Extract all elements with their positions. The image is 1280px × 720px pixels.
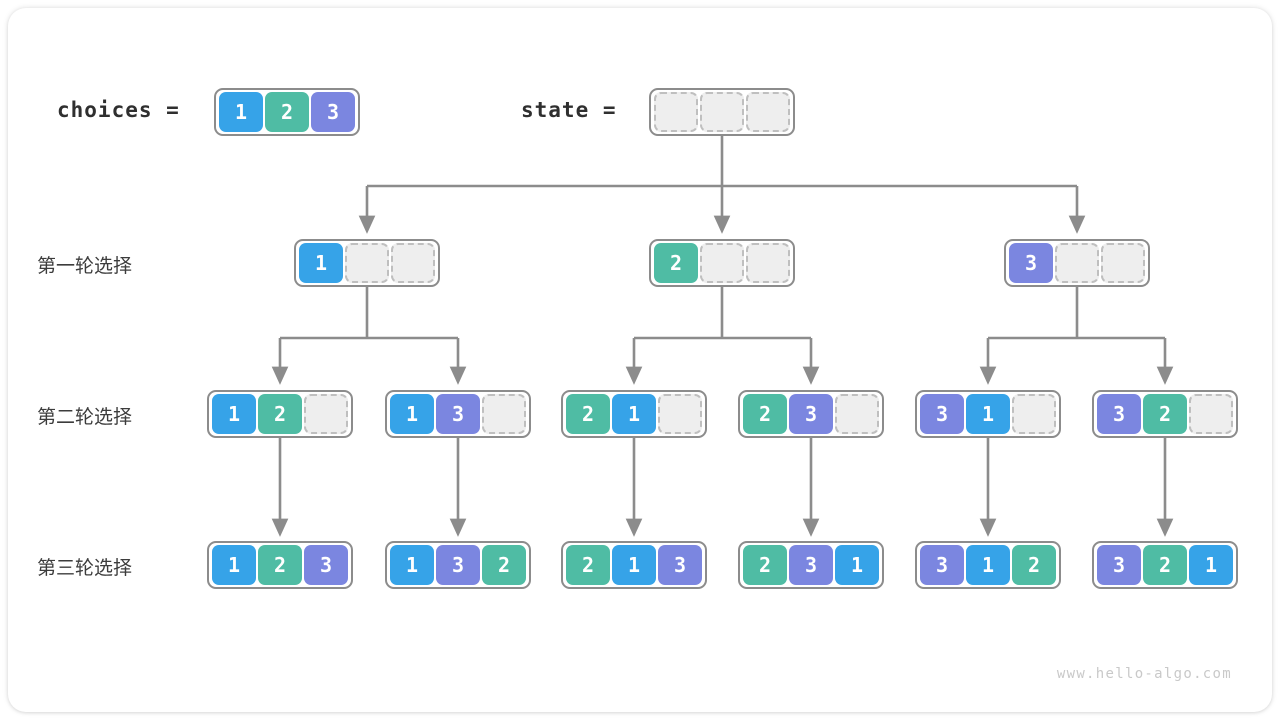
node-level2-2: 2 1 <box>561 390 707 438</box>
choices-array: 1 2 3 <box>214 88 360 136</box>
cell: 1 <box>966 394 1010 434</box>
diagram-card <box>8 8 1272 712</box>
cell <box>1101 243 1145 283</box>
watermark: www.hello-algo.com <box>1056 666 1232 682</box>
cell: 2 <box>482 545 526 585</box>
cell: 2 <box>1143 394 1187 434</box>
cell: 1 <box>212 394 256 434</box>
node-level1-1: 2 <box>649 239 795 287</box>
cell <box>1189 394 1233 434</box>
state-cell-0 <box>654 92 698 132</box>
cell: 3 <box>920 394 964 434</box>
cell <box>482 394 526 434</box>
cell <box>391 243 435 283</box>
row-label-round-2: 第二轮选择 <box>37 406 133 428</box>
node-level1-2: 3 <box>1004 239 1150 287</box>
cell: 3 <box>658 545 702 585</box>
cell <box>304 394 348 434</box>
cell: 1 <box>612 545 656 585</box>
node-level3-0: 1 2 3 <box>207 541 353 589</box>
node-level3-1: 1 3 2 <box>385 541 531 589</box>
cell: 1 <box>966 545 1010 585</box>
cell: 2 <box>654 243 698 283</box>
node-level3-5: 3 2 1 <box>1092 541 1238 589</box>
cell: 2 <box>258 394 302 434</box>
cell <box>746 243 790 283</box>
cell: 3 <box>436 394 480 434</box>
cell: 3 <box>789 545 833 585</box>
cell: 1 <box>835 545 879 585</box>
cell: 2 <box>566 394 610 434</box>
row-label-round-1: 第一轮选择 <box>37 255 133 277</box>
cell <box>1055 243 1099 283</box>
row-label-round-3: 第三轮选择 <box>37 557 133 579</box>
cell: 2 <box>743 394 787 434</box>
choices-label: choices = <box>57 98 180 122</box>
node-level2-4: 3 1 <box>915 390 1061 438</box>
node-level2-0: 1 2 <box>207 390 353 438</box>
node-level1-0: 1 <box>294 239 440 287</box>
cell: 1 <box>299 243 343 283</box>
cell: 3 <box>1097 545 1141 585</box>
cell <box>658 394 702 434</box>
cell: 3 <box>920 545 964 585</box>
cell: 2 <box>743 545 787 585</box>
state-cell-2 <box>746 92 790 132</box>
state-cell-1 <box>700 92 744 132</box>
cell <box>835 394 879 434</box>
choices-cell-0: 1 <box>219 92 263 132</box>
cell: 1 <box>390 545 434 585</box>
cell: 1 <box>212 545 256 585</box>
choices-cell-2: 3 <box>311 92 355 132</box>
cell: 1 <box>1189 545 1233 585</box>
cell: 3 <box>1009 243 1053 283</box>
node-level2-3: 2 3 <box>738 390 884 438</box>
node-level3-3: 2 3 1 <box>738 541 884 589</box>
cell: 2 <box>1143 545 1187 585</box>
cell: 3 <box>789 394 833 434</box>
cell: 1 <box>390 394 434 434</box>
cell: 3 <box>1097 394 1141 434</box>
cell: 3 <box>436 545 480 585</box>
node-level2-1: 1 3 <box>385 390 531 438</box>
cell <box>345 243 389 283</box>
state-label: state = <box>521 98 617 122</box>
cell <box>700 243 744 283</box>
choices-cell-1: 2 <box>265 92 309 132</box>
node-level3-2: 2 1 3 <box>561 541 707 589</box>
cell: 2 <box>258 545 302 585</box>
cell: 2 <box>566 545 610 585</box>
cell: 3 <box>304 545 348 585</box>
cell: 2 <box>1012 545 1056 585</box>
cell <box>1012 394 1056 434</box>
state-array <box>649 88 795 136</box>
cell: 1 <box>612 394 656 434</box>
node-level3-4: 3 1 2 <box>915 541 1061 589</box>
node-level2-5: 3 2 <box>1092 390 1238 438</box>
